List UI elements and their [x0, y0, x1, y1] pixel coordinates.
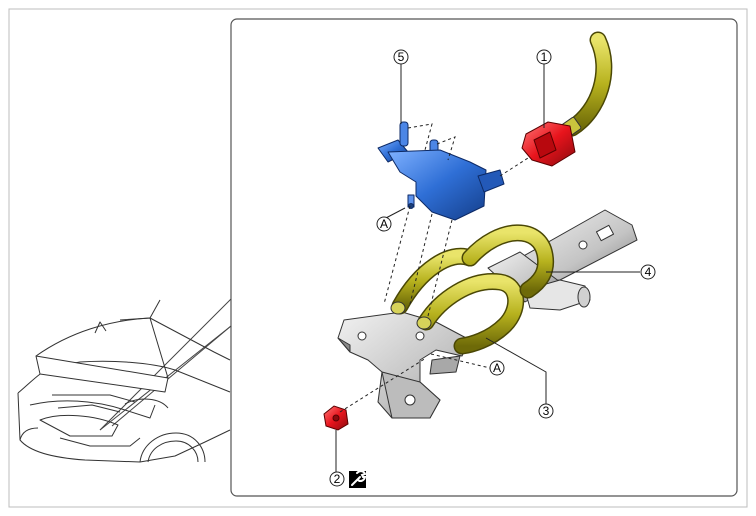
- callout-4: 4: [640, 264, 656, 280]
- zoom-leader-lines: [99, 298, 232, 431]
- connector-part: [521, 121, 576, 167]
- outer-frame: [8, 8, 748, 508]
- callout-5-label: 5: [398, 50, 405, 64]
- callout-leaders: [335, 64, 640, 472]
- connector-mark-a-lower: A: [489, 360, 505, 376]
- solenoid-valve-part: [377, 121, 505, 221]
- callout-3-label: 3: [543, 404, 550, 418]
- callout-2: 2: [329, 471, 345, 487]
- callout-2-label: 2: [334, 472, 341, 486]
- connector-mark-a-lower-label: A: [493, 361, 501, 375]
- callout-5: 5: [393, 49, 409, 65]
- hose-ends: [390, 116, 582, 330]
- detail-panel: [230, 18, 738, 497]
- connector-mark-a-upper-label: A: [380, 217, 388, 231]
- assembly-guide-lines: [339, 123, 529, 413]
- callout-1-label: 1: [541, 50, 548, 64]
- callout-4-label: 4: [645, 265, 652, 279]
- wrench-icon: [349, 470, 367, 488]
- callout-3: 3: [538, 403, 554, 419]
- nut-part: [323, 405, 349, 431]
- vehicle-outline: [17, 299, 231, 463]
- callout-1: 1: [536, 49, 552, 65]
- connector-mark-a-upper: A: [376, 216, 392, 232]
- hose-assembly: [391, 31, 613, 355]
